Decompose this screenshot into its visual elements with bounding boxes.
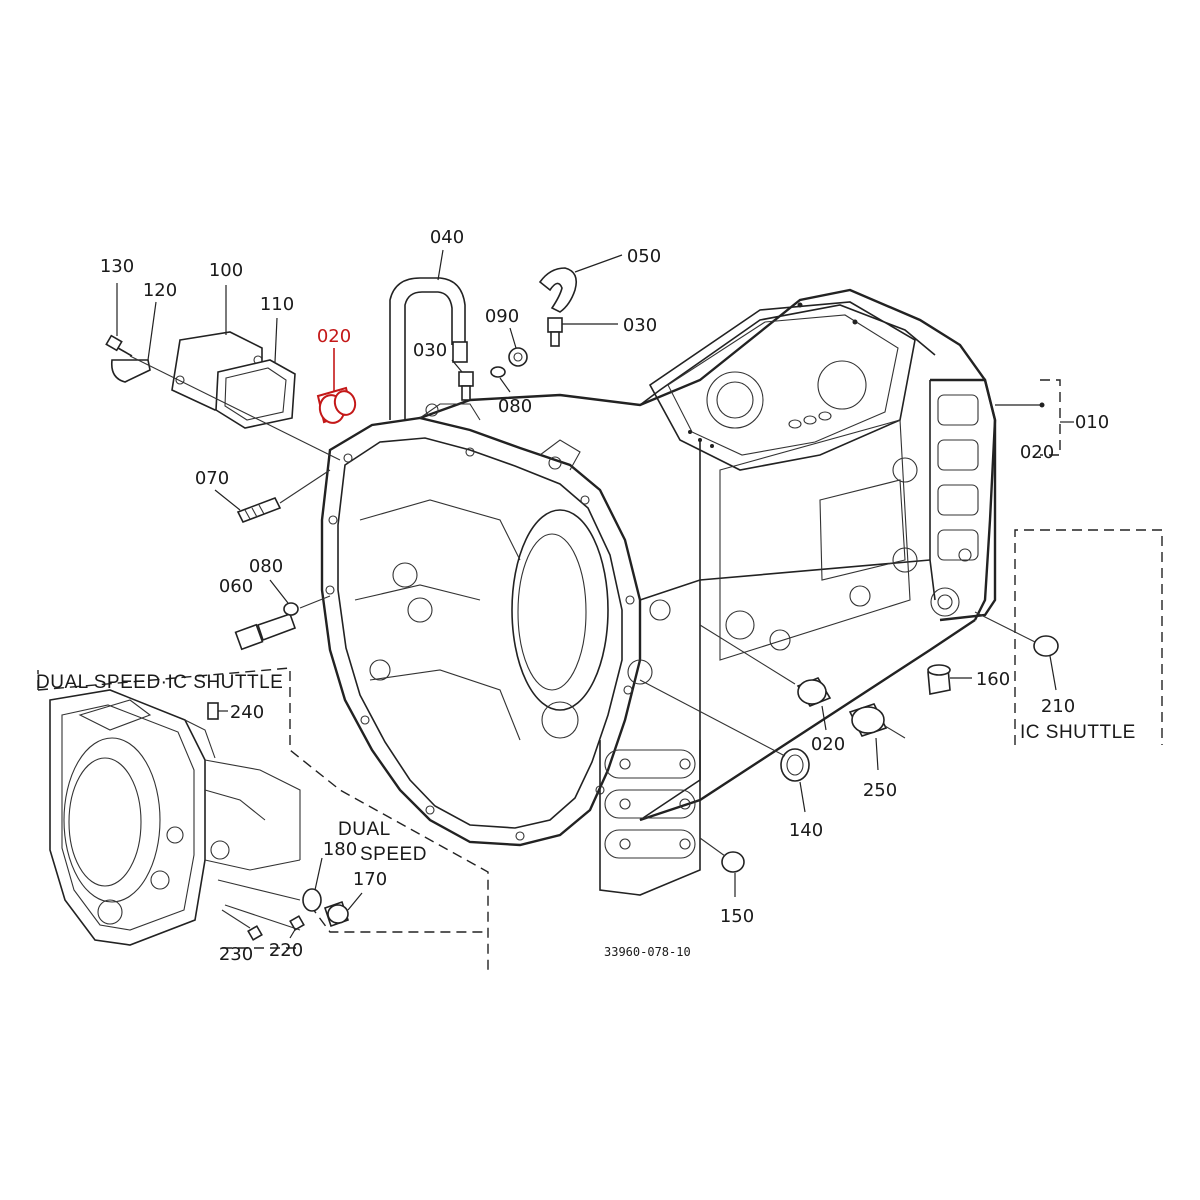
callout-020-right: 020: [1020, 442, 1054, 463]
part-030-fitting-right: [547, 317, 618, 347]
assembly-axis-cover: [129, 355, 341, 461]
part-110-gasket: [215, 317, 296, 429]
transmission-case-housing: [320, 288, 997, 896]
callout-010: 010: [1075, 412, 1109, 433]
part-230-plug: [221, 909, 263, 941]
section-title-dual: DUAL: [338, 819, 391, 840]
part-120-clip: [110, 301, 157, 383]
part-220-plug: [289, 915, 305, 939]
callout-220: 220: [269, 940, 303, 961]
part-170-plug: [323, 892, 363, 928]
part-150-plug: [699, 837, 745, 897]
callout-140: 140: [789, 820, 823, 841]
part-090-nut: [508, 327, 528, 367]
callout-120: 120: [143, 280, 177, 301]
section-title-ic-shuttle: IC SHUTTLE: [1020, 722, 1136, 743]
callout-030-left: 030: [413, 340, 447, 361]
callout-230: 230: [219, 944, 253, 965]
callout-100: 100: [209, 260, 243, 281]
callout-040: 040: [430, 227, 464, 248]
section-boundaries: [37, 379, 1163, 975]
part-020-bushing-bottom: [699, 624, 832, 731]
callout-020-bottom: 020: [811, 734, 845, 755]
callout-020-highlighted: 020: [317, 326, 351, 347]
part-240-plug: [207, 702, 228, 720]
callout-240: 240: [230, 702, 264, 723]
callout-030-right: 030: [623, 315, 657, 336]
part-210-cap: [974, 611, 1059, 691]
callout-080-top: 080: [498, 396, 532, 417]
callout-110: 110: [260, 294, 294, 315]
part-030-fitting-left: [451, 359, 474, 401]
callout-010-020-leader: [995, 402, 1074, 423]
callout-150: 150: [720, 906, 754, 927]
section-title-speed: SPEED: [360, 844, 427, 865]
part-070-stud: [214, 469, 331, 524]
callout-090: 090: [485, 306, 519, 327]
part-040-hose: [389, 249, 468, 420]
callout-labels: 130 120 100 110 020 040 050 030 090 030 …: [100, 227, 1109, 965]
part-050-hook-clip: [538, 254, 623, 313]
callout-160: 160: [976, 669, 1010, 690]
callout-070: 070: [195, 468, 229, 489]
part-020-bushing-highlighted: [316, 348, 357, 424]
drawing-code: 33960-078-10: [604, 945, 691, 959]
callout-060: 060: [219, 576, 253, 597]
part-060-bolt: [234, 595, 331, 651]
part-080-washer-mid: [269, 579, 299, 616]
part-080-washer-top: [490, 366, 511, 393]
callout-080-mid: 080: [249, 556, 283, 577]
callout-130: 130: [100, 256, 134, 277]
callout-210: 210: [1041, 696, 1075, 717]
callout-250: 250: [863, 780, 897, 801]
callout-050: 050: [627, 246, 661, 267]
part-160-plug: [927, 664, 972, 695]
callout-180: 180: [323, 839, 357, 860]
part-250-bushing: [848, 703, 906, 771]
part-180-washer: [302, 857, 323, 912]
dual-speed-inset-housing: [49, 689, 301, 946]
callout-170: 170: [353, 869, 387, 890]
section-title-dual-speed-ic-shuttle: DUAL SPEED·IC SHUTTLE: [36, 672, 283, 693]
part-140-seal: [639, 679, 810, 813]
part-130-bolt: [105, 283, 133, 357]
section-titles: DUAL SPEED·IC SHUTTLE DUAL SPEED IC SHUT…: [36, 672, 1136, 865]
